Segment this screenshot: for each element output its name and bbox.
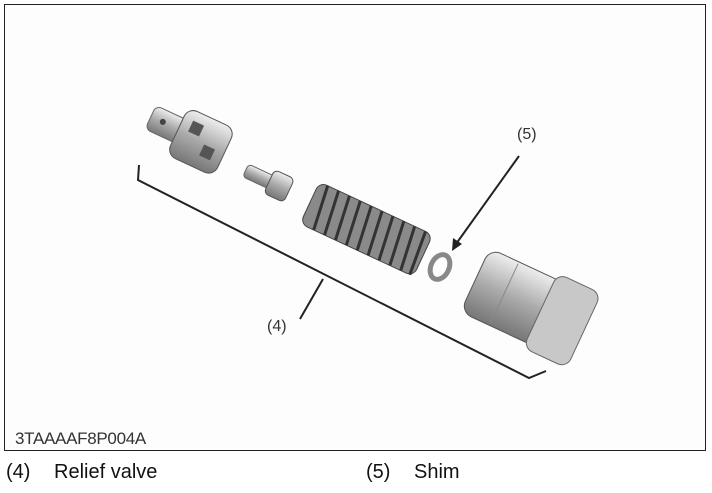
shim-part — [427, 252, 453, 282]
relief-valve-illustration — [136, 106, 599, 380]
legend-label: Relief valve — [54, 461, 158, 483]
relief-valve-bracket — [136, 164, 547, 380]
spring-part — [302, 184, 431, 276]
legend-label: Shim — [414, 461, 460, 483]
legend-item-shim: (5) Shim — [366, 461, 460, 484]
plug-part — [463, 251, 599, 366]
valve-body-part — [146, 106, 233, 174]
figure-id-code: 3TAAAAF8P004A — [15, 429, 146, 448]
poppet-part — [243, 164, 294, 202]
callout-relief-valve: (4) — [267, 318, 287, 335]
parts-figure: (4) (5) 3TAAAAF8P004A — [4, 4, 706, 451]
legend-item-relief-valve: (4) Relief valve — [6, 461, 157, 484]
shim-leader — [455, 155, 520, 245]
legend-number: (5) — [366, 461, 391, 483]
legend-number: (4) — [6, 461, 31, 483]
callout-shim: (5) — [517, 126, 537, 143]
shim-arrowhead — [452, 238, 462, 251]
relief-valve-leader — [299, 278, 324, 320]
